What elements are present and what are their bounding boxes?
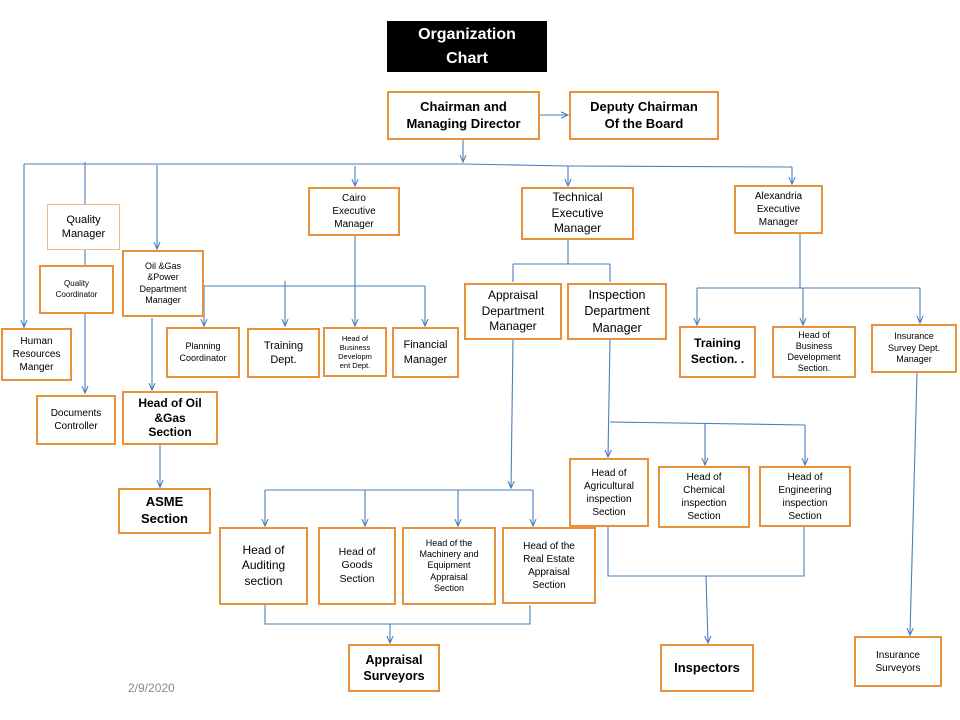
box-inspectors: Inspectors [660, 644, 754, 692]
box-insurance-surveyors: Insurance Surveyors [854, 636, 942, 687]
box-head-chemical: Head of Chemical inspection Section [658, 466, 750, 528]
box-head-engineering: Head of Engineering inspection Section [759, 466, 851, 527]
box-cairo-executive: Cairo Executive Manager [308, 187, 400, 236]
box-chairman: Chairman and Managing Director [387, 91, 540, 140]
chart-title: Organization Chart [387, 21, 547, 72]
box-insurance-survey-manager: Insurance Survey Dept. Manager [871, 324, 957, 373]
box-alexandria-executive: Alexandria Executive Manager [734, 185, 823, 234]
box-training-dept: Training Dept. [247, 328, 320, 378]
box-head-goods: Head of Goods Section [318, 527, 396, 605]
box-quality-coordinator: Quality Coordinator [39, 265, 114, 314]
box-planning-coordinator: Planning Coordinator [166, 327, 240, 378]
box-documents-controller: Documents Controller [36, 395, 116, 445]
box-head-bizdev-section: Head of Business Development Section. [772, 326, 856, 378]
box-inspection-manager: Inspection Department Manager [567, 283, 667, 340]
box-deputy-chairman: Deputy Chairman Of the Board [569, 91, 719, 140]
box-quality-manager: Quality Manager [47, 204, 120, 250]
box-asme-section: ASME Section [118, 488, 211, 534]
box-appraisal-manager: Appraisal Department Manager [464, 283, 562, 340]
box-head-machinery: Head of the Machinery and Equipment Appr… [402, 527, 496, 605]
box-head-agricultural: Head of Agricultural inspection Section [569, 458, 649, 527]
date-label: 2/9/2020 [128, 681, 175, 695]
box-financial-manager: Financial Manager [392, 327, 459, 378]
box-head-real-estate: Head of the Real Estate Appraisal Sectio… [502, 527, 596, 604]
box-head-auditing: Head of Auditing section [219, 527, 308, 605]
box-head-bizdev-dept: Head of Business Developm ent Dept. [323, 327, 387, 377]
box-head-oilgas: Head of Oil &Gas Section [122, 391, 218, 445]
box-oilgas-manager: Oil &Gas &Power Department Manager [122, 250, 204, 317]
box-technical-executive: Technical Executive Manager [521, 187, 634, 240]
box-appraisal-surveyors: Appraisal Surveyors [348, 644, 440, 692]
box-hr-manager: Human Resources Manger [1, 328, 72, 381]
box-training-section: Training Section. . [679, 326, 756, 378]
